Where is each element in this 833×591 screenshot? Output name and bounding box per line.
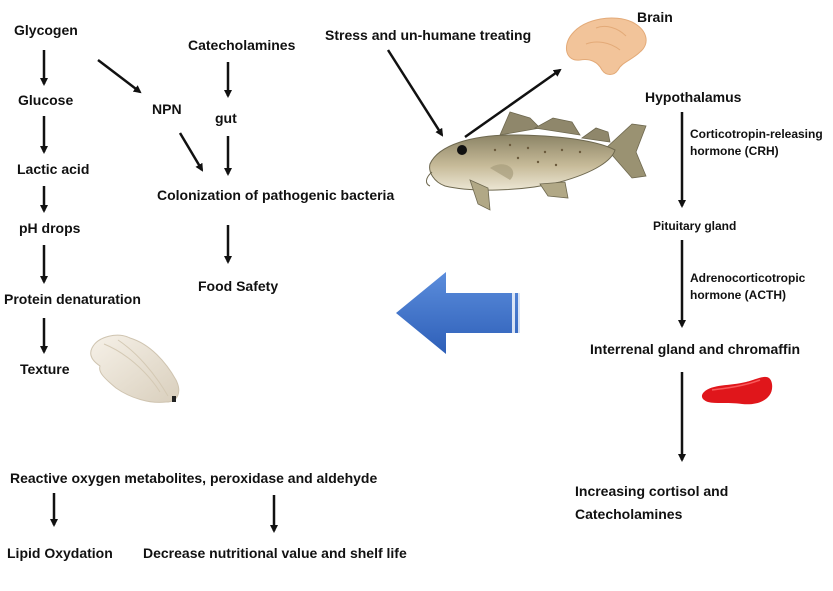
- arrow-glycogen-npn: [97, 59, 142, 94]
- label-increasing-line1: Increasing cortisol and: [575, 483, 729, 499]
- label-food-safety: Food Safety: [198, 278, 279, 294]
- arrow-stress-fish: [386, 49, 444, 137]
- label-protein-denaturation: Protein denaturation: [4, 291, 141, 307]
- label-interrenal: Interrenal gland and chromaffin: [590, 341, 801, 357]
- label-crh-line2: hormone (CRH): [690, 144, 779, 158]
- interrenal-organ-illustration: [701, 376, 773, 405]
- label-increasing-line2: Catecholamines: [575, 506, 683, 522]
- label-lactic-acid: Lactic acid: [17, 161, 90, 177]
- label-brain: Brain: [637, 9, 673, 25]
- label-crh-line1: Corticotropin-releasing: [690, 127, 823, 141]
- label-acth: Adrenocorticotropic hormone (ACTH): [690, 270, 805, 304]
- fish-illustration: [426, 111, 647, 211]
- label-crh: Corticotropin-releasing hormone (CRH): [690, 126, 823, 160]
- arrow-fish-brain: [464, 68, 562, 139]
- label-lipid-oxydation: Lipid Oxydation: [7, 545, 113, 561]
- left-column-arrows: [40, 50, 142, 354]
- label-colonization: Colonization of pathogenic bacteria: [157, 187, 395, 203]
- label-glycogen: Glycogen: [14, 22, 78, 38]
- right-column-arrows: [386, 49, 686, 462]
- brain-illustration: [565, 17, 647, 75]
- label-texture: Texture: [20, 361, 70, 377]
- fish-fillet-illustration: [90, 334, 180, 403]
- label-acth-line2: hormone (ACTH): [690, 288, 786, 302]
- label-pituitary: Pituitary gland: [653, 219, 737, 233]
- arrow-npn-colonization: [178, 132, 204, 172]
- label-hypothalamus: Hypothalamus: [645, 89, 742, 105]
- label-acth-line1: Adrenocorticotropic: [690, 271, 806, 285]
- label-catecholamines: Catecholamines: [188, 37, 296, 53]
- middle-column-arrows: [178, 62, 232, 264]
- label-gut: gut: [215, 110, 237, 126]
- label-reactive-oxygen: Reactive oxygen metabolites, peroxidase …: [10, 470, 378, 486]
- label-increasing: Increasing cortisol and Catecholamines: [575, 480, 728, 526]
- label-ph-drops: pH drops: [19, 220, 81, 236]
- label-npn: NPN: [152, 101, 182, 117]
- label-glucose: Glucose: [18, 92, 74, 108]
- bottom-arrows: [50, 493, 278, 533]
- label-stress: Stress and un-humane treating: [325, 27, 532, 43]
- left-arrow-icon: [396, 272, 520, 354]
- label-decrease-value: Decrease nutritional value and shelf lif…: [143, 545, 407, 561]
